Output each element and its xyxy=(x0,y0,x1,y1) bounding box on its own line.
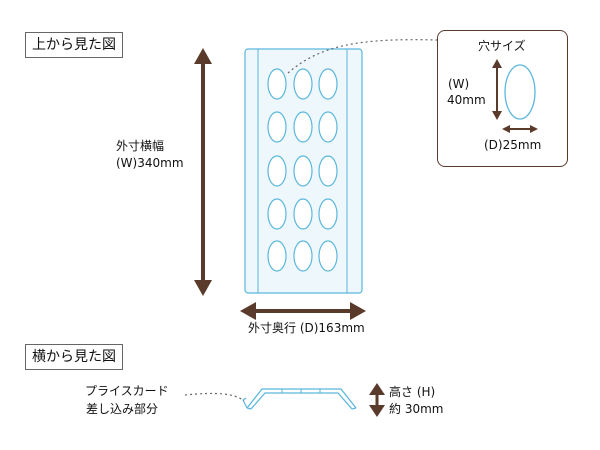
hole xyxy=(318,111,338,143)
height-arrow xyxy=(369,383,385,417)
hole-grid xyxy=(267,68,338,272)
slot-label-line2: 差し込み部分 xyxy=(86,402,159,416)
hole-size-drawing xyxy=(492,59,538,133)
hole xyxy=(318,240,338,272)
hole xyxy=(293,111,313,143)
height-label-line2: 約 30mm xyxy=(389,402,444,416)
width-label-line2: (W)340mm xyxy=(116,156,184,170)
hole xyxy=(267,68,287,100)
slot-leader-line xyxy=(184,392,245,402)
hole-d-label: (D)25mm xyxy=(484,138,542,152)
hole-leader-line xyxy=(287,39,438,74)
hole xyxy=(318,155,338,187)
hole xyxy=(267,111,287,143)
side-view-heading: 横から見た図 xyxy=(25,344,123,370)
tray-top-view xyxy=(244,48,363,294)
depth-arrow xyxy=(240,302,366,320)
height-label-line1: 高さ (H) xyxy=(389,385,436,399)
hole xyxy=(318,198,338,230)
hole xyxy=(293,198,313,230)
width-arrow xyxy=(194,48,212,296)
tray-side-view xyxy=(242,388,357,410)
hole xyxy=(293,240,313,272)
hole xyxy=(267,240,287,272)
hole xyxy=(267,155,287,187)
hole-size-inset xyxy=(437,30,568,167)
hole xyxy=(318,68,338,100)
hole-w-value: 40mm xyxy=(447,93,486,107)
slot-label-line1: プライスカード xyxy=(85,384,169,398)
hole-w-label: (W) xyxy=(448,77,470,91)
top-view-heading: 上から見た図 xyxy=(25,32,123,58)
width-label-line1: 外寸横幅 xyxy=(116,139,165,153)
hole xyxy=(267,198,287,230)
depth-label: 外寸奥行 (D)163mm xyxy=(248,321,365,335)
hole-size-title: 穴サイズ xyxy=(478,39,526,53)
hole xyxy=(293,68,313,100)
hole xyxy=(293,155,313,187)
